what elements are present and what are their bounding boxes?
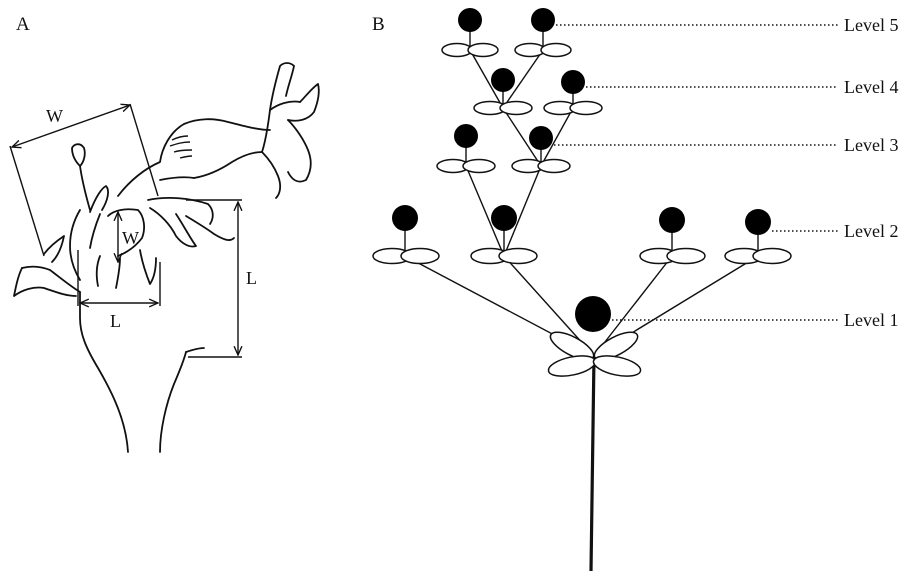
main-stem: [591, 356, 594, 571]
flower-level-2: [659, 207, 685, 233]
flower-level-4: [561, 70, 585, 94]
flower-level-1: [575, 296, 611, 332]
flower-level-2: [491, 205, 517, 231]
outer-length-label: L: [246, 268, 257, 288]
inflorescence-tree: Level 5 Level 4 Level 3 Level 2 Level 1: [373, 8, 898, 571]
panel-a: A: [10, 14, 319, 452]
flower-level-2: [392, 205, 418, 231]
level-2-label: Level 2: [844, 221, 898, 241]
panel-a-label: A: [16, 14, 30, 35]
level-1-label: Level 1: [844, 310, 898, 330]
panel-b: B: [372, 8, 898, 571]
inner-length-label: L: [110, 311, 121, 331]
flower-level-3: [529, 126, 553, 150]
flower-level-3: [454, 124, 478, 148]
flower-level-5: [531, 8, 555, 32]
flower-level-4: [491, 68, 515, 92]
panel-b-label: B: [372, 14, 385, 35]
level-5-label: Level 5: [844, 15, 898, 35]
inner-width-label: W: [122, 228, 139, 248]
level-leaders: [554, 25, 838, 320]
level-4-label: Level 4: [844, 77, 898, 97]
leaf-pairs: [373, 44, 791, 380]
flower-level-5: [458, 8, 482, 32]
outer-width-label: W: [46, 106, 63, 126]
level-3-label: Level 3: [844, 135, 898, 155]
flower-level-2: [745, 209, 771, 235]
